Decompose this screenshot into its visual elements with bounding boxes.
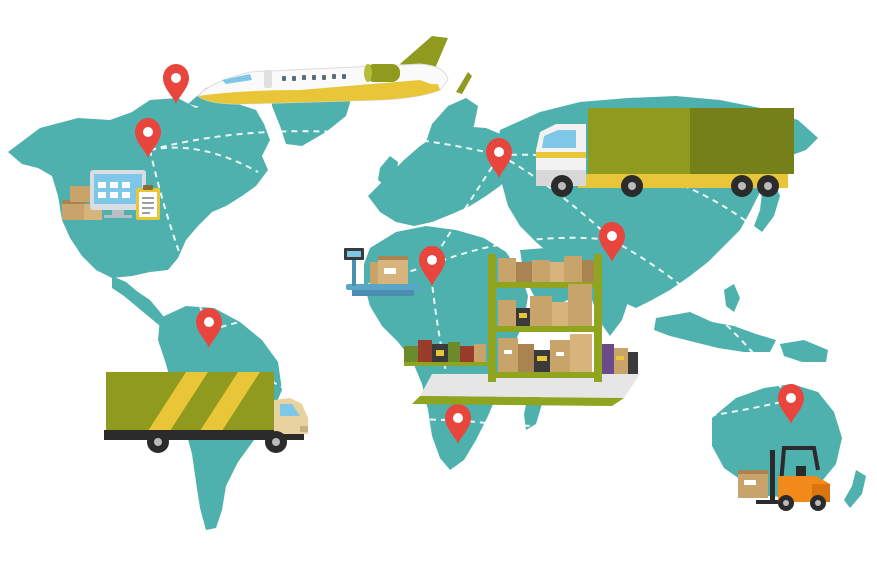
continent-british-isles — [378, 156, 398, 186]
map-pin-icon[interactable] — [419, 246, 445, 286]
cardboard-box-icon — [370, 256, 408, 284]
map-pin-icon[interactable] — [163, 64, 189, 104]
continent-australia — [712, 384, 842, 498]
computer-monitor-icon — [90, 170, 146, 218]
route-south-atl — [269, 379, 459, 421]
goods-pallets — [404, 340, 490, 366]
continent-new-guinea — [780, 340, 828, 362]
forklift-icon — [738, 446, 830, 511]
cardboard-box-icon — [62, 186, 102, 220]
warehouse-shelves-icon — [404, 254, 640, 406]
airplane-icon — [197, 36, 472, 105]
route-asia-australia — [611, 239, 791, 401]
map-pin-icon[interactable] — [445, 404, 471, 444]
map-pins — [135, 64, 804, 444]
route-af-asia — [429, 236, 613, 266]
weighing-scale-icon — [344, 248, 420, 296]
continent-indonesia — [654, 312, 776, 352]
continent-new-zealand — [844, 470, 866, 508]
order-desk-group — [62, 170, 160, 220]
continent-scandinavia — [424, 98, 478, 150]
route-na-europe — [149, 130, 501, 156]
cardboard-box-icon — [498, 256, 594, 372]
route-af-aus — [457, 399, 791, 428]
map-pin-icon[interactable] — [599, 222, 625, 262]
continent-philippines — [724, 284, 740, 312]
goods-pallets — [602, 344, 638, 374]
clipboard-icon — [136, 185, 160, 220]
map-pin-icon[interactable] — [486, 138, 512, 178]
map-pin-icon[interactable] — [135, 118, 161, 158]
delivery-truck-icon — [104, 372, 308, 453]
map-pin-icon[interactable] — [778, 384, 804, 424]
map-pin-icon[interactable] — [196, 308, 222, 348]
cardboard-box-icon — [738, 470, 768, 498]
route-na-sa — [149, 149, 211, 331]
continent-central-america — [112, 276, 168, 326]
cargo-truck-icon — [536, 108, 794, 197]
